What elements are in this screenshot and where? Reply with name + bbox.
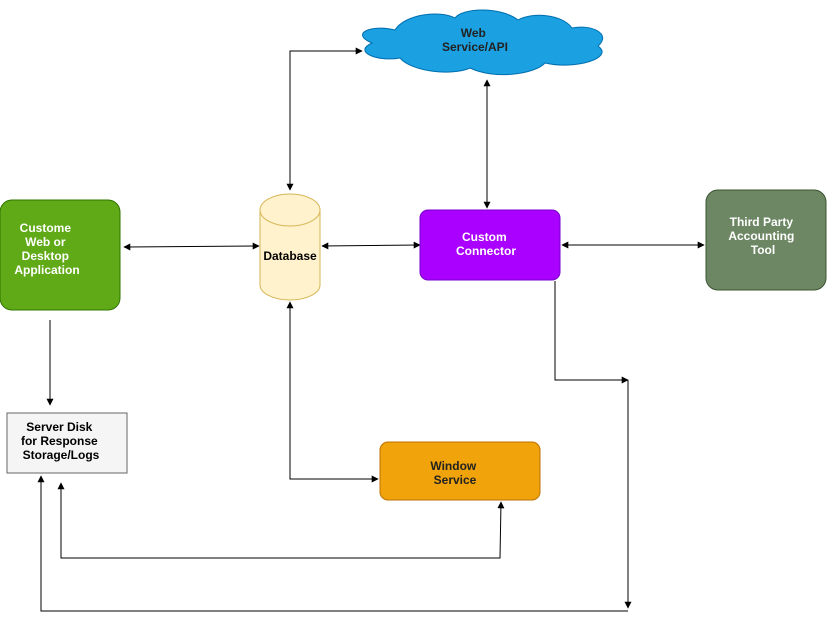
database-cylinder-top (259, 193, 321, 227)
window-service-box (379, 441, 541, 501)
label-line: Custome (20, 221, 72, 235)
label-line: Storage/Logs (23, 448, 100, 462)
label-line: for Response (21, 434, 98, 448)
server-disk-box (6, 412, 128, 474)
label-line: Web (461, 26, 486, 40)
label-line: Window (430, 459, 477, 473)
edge-database-window-service (286, 301, 379, 483)
node-third-party: Third Party Accounting Tool (705, 189, 827, 291)
label-line: Tool (751, 243, 775, 257)
label-line: Application (14, 263, 79, 277)
edge-connector-server-disk-route-c (37, 475, 628, 612)
third-party-box (705, 189, 827, 291)
edge-server-disk-window-service (57, 482, 505, 559)
database-cylinder-body (259, 210, 321, 301)
custom-connector-box (419, 209, 561, 281)
node-custom-connector: Custom Connector (419, 209, 561, 281)
cloud-shape (362, 9, 604, 76)
edge-web-service-database (286, 47, 363, 191)
web-service-label: Web Service/API (442, 26, 508, 54)
label-line: Desktop (22, 249, 69, 263)
label-line: Web or (25, 235, 66, 249)
label-line: Connector (456, 244, 516, 258)
label-line: Service/API (442, 40, 508, 54)
edge-connector-server-disk-route-a (554, 281, 629, 384)
custom-connector-label: Custom Connector (456, 230, 516, 258)
custom-app-label: Custome Web or Desktop Application (14, 221, 79, 277)
label-line: Third Party (730, 215, 794, 229)
label-line: Service (434, 473, 477, 487)
node-custom-app: Custome Web or Desktop Application (0, 199, 121, 311)
database-label: Database (263, 249, 317, 263)
label-line: Server Disk (26, 420, 92, 434)
node-database: Database (259, 193, 321, 301)
third-party-label: Third Party Accounting Tool (728, 215, 797, 257)
window-service-label: Window Service (430, 459, 479, 487)
edge-app-database (123, 242, 260, 251)
node-server-disk: Server Disk for Response Storage/Logs (6, 412, 128, 474)
node-window-service: Window Service (379, 441, 541, 501)
node-web-service: Web Service/API (362, 9, 604, 76)
edge-database-connector (321, 241, 421, 250)
label-line: Custom (462, 230, 507, 244)
server-disk-label: Server Disk for Response Storage/Logs (21, 420, 101, 462)
label-line: Accounting (728, 229, 794, 243)
custom-app-box (0, 199, 121, 311)
